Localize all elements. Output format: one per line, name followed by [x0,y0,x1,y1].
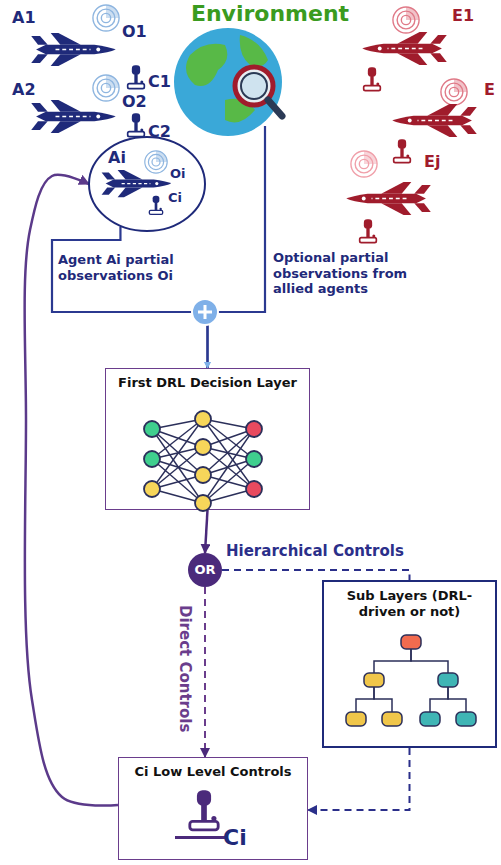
drawing-part [430,686,448,712]
sub-layers-box: Sub Layers (DRL-driven or not) [322,580,497,748]
decision-layer-box: First DRL Decision Layer [105,368,310,510]
node-figure [89,137,205,231]
node-text: Sub Layers (DRL-driven or not) [330,588,489,621]
drawing-part [195,411,211,427]
drawing-part [246,451,262,467]
drawing-part [144,421,160,437]
drawing-part [356,686,374,712]
drawing-part [420,712,440,726]
drawing-part [268,100,282,116]
drawing-part [149,196,162,215]
drawing-part [364,673,384,687]
drawing-part [128,65,145,88]
drawing-part [128,113,145,136]
agent-ellipse: AiOiCi [88,136,206,232]
drawing-part [360,219,377,242]
connector [222,570,410,580]
drawing-part [174,28,282,136]
drawing-part [198,305,212,319]
node-figure [144,411,262,511]
or-circle: OR [188,553,222,587]
drawing-part [393,7,419,33]
connector [204,587,206,757]
drawing-part [102,170,172,197]
edge-label: Hierarchical Controls [226,542,426,560]
drawing-part [195,495,211,511]
drawing-part [411,648,448,674]
drawing-part [241,73,267,99]
drawing-part [144,481,160,497]
drawing-part [203,429,254,475]
node-figure [175,790,225,839]
drawing-part [441,79,467,105]
drawing-part [374,648,411,674]
node-text: Ci Low Level Controls [119,764,307,780]
drawing-part [394,139,411,162]
node-text: OR [194,562,215,578]
node-text: Ai [108,148,126,168]
drawing-part [346,712,366,726]
drawing-part [144,451,160,467]
drawing-part [246,481,262,497]
drawing-part [362,32,447,65]
environment-globe: Environment [170,0,370,126]
drawing-part [186,35,268,122]
drawing-part [89,137,205,231]
agent-label: C2 [148,122,171,141]
drawing-part [195,439,211,455]
drawing-part [374,686,392,712]
drawing-part [203,459,254,503]
connector [308,748,410,810]
connector [52,227,208,368]
agent-label: O2 [122,92,147,111]
drawing-part [195,467,211,483]
node-illustration [88,136,206,232]
drawing-part [401,635,421,649]
node-text: Oi [170,166,186,182]
drawing-part [93,5,119,31]
drawing-part [246,421,262,437]
drawing-part [346,182,431,215]
drawing-part [175,836,225,839]
agent-label: Ej [424,152,440,171]
drawing-part [93,75,119,101]
agent-label: E [484,80,495,99]
low-level-controls-box: Ci Low Level ControlsCi [118,757,308,860]
drawing-part [190,790,218,830]
edge-label: Optional partial observations from allie… [273,250,443,297]
drawing-part [364,67,381,90]
agent-label: A1 [12,8,36,27]
drawing-part [145,151,167,173]
node-text: Ci [223,824,247,852]
agent-label: C1 [148,72,171,91]
drawing-part [152,459,203,503]
drawing-part [362,32,447,65]
drawing-part [392,104,477,137]
agent-label: A2 [12,80,36,99]
connector [208,126,266,368]
drawing-part [382,712,402,726]
connector [205,510,208,553]
node-text: Environment [170,0,370,28]
merge-plus-symbol [192,299,218,325]
drawing-part [192,299,218,325]
drawing-part [438,673,458,687]
drawing-part [448,686,466,712]
drawing-part [392,104,477,137]
drawing-part [346,182,431,215]
enemy-planes [346,7,477,243]
drawing-part [152,447,203,489]
agent-label: O1 [122,22,147,41]
node-figure [174,28,282,136]
agent-label: E1 [452,6,474,25]
drawing-part [456,712,476,726]
drawing-part [31,100,116,133]
edge-label: Direct Controls [176,605,194,732]
edge-label: Agent Ai partial observations Oi [58,252,178,283]
node-figure [346,635,476,726]
drawing-part [351,151,377,177]
node-text: First DRL Decision Layer [106,375,309,391]
node-text: Ci [168,190,182,206]
drawing-part [31,33,116,66]
